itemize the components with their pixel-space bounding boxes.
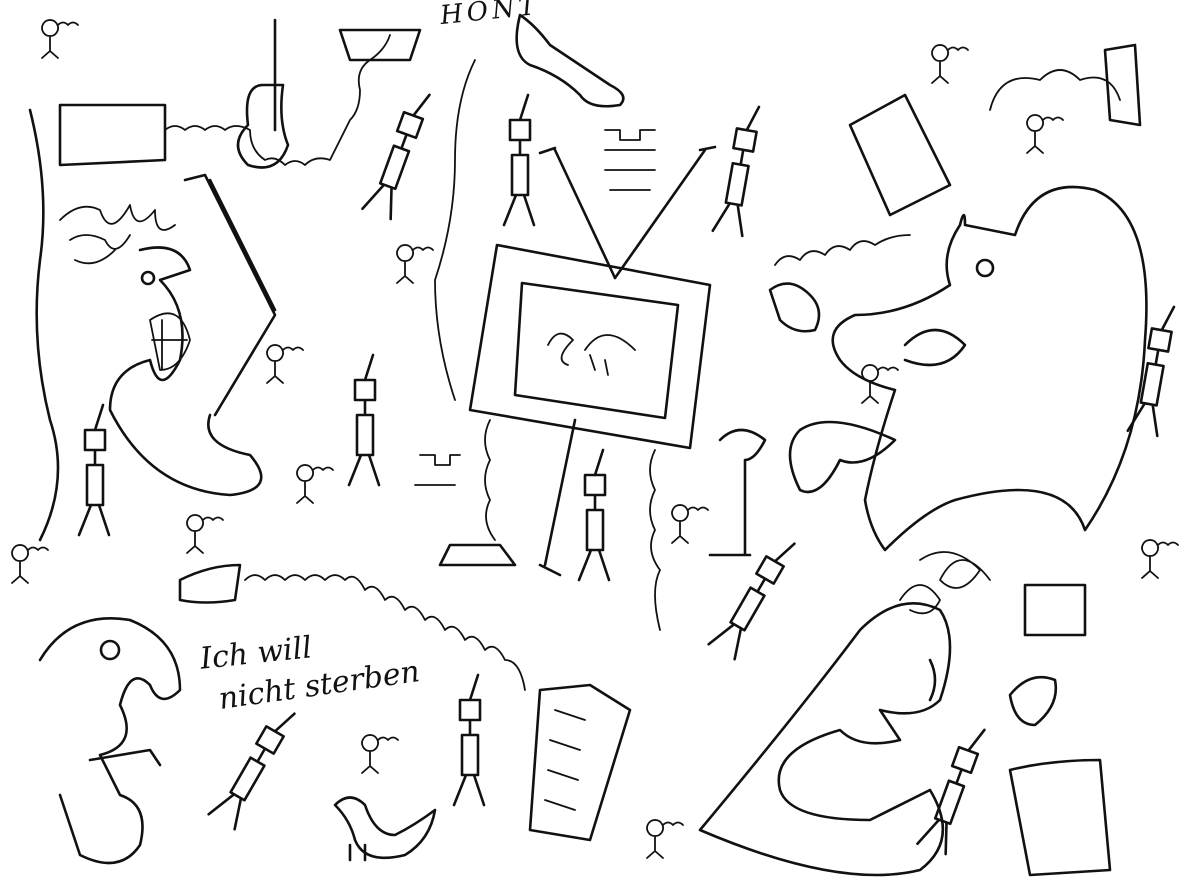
small-figure [646, 819, 684, 859]
small-figure [396, 244, 434, 284]
boxes [58, 18, 1142, 842]
stick-figures [11, 19, 1179, 859]
small-figure [861, 364, 899, 404]
stick-figure [347, 353, 381, 487]
stick-figure [502, 93, 536, 227]
small-figure [361, 734, 399, 774]
small-figure [11, 544, 49, 584]
stick-figure [1126, 305, 1176, 438]
stick-figure [77, 403, 111, 537]
hairy-face-left [28, 108, 277, 542]
stick-figure [916, 728, 986, 856]
small-figure [186, 514, 224, 554]
small-figure [671, 504, 709, 544]
face-bottom-left [38, 617, 182, 865]
small-figure [266, 344, 304, 384]
bird [333, 796, 437, 862]
stick-figure [577, 448, 611, 582]
stick-figure [707, 542, 796, 661]
big-face-right [788, 185, 1148, 552]
small-figure [41, 19, 79, 59]
megaphones [178, 13, 1058, 727]
face-bottom-right [698, 551, 1112, 877]
small-figure [1141, 539, 1179, 579]
small-figure [931, 44, 969, 84]
stick-figure [711, 105, 761, 238]
stick-figure [207, 712, 296, 831]
small-figure [296, 464, 334, 504]
small-figure [1026, 114, 1064, 154]
wiggle-lines [164, 34, 1121, 691]
stick-figure [452, 673, 486, 807]
central-screen [468, 145, 717, 577]
stick-figure [361, 93, 431, 221]
